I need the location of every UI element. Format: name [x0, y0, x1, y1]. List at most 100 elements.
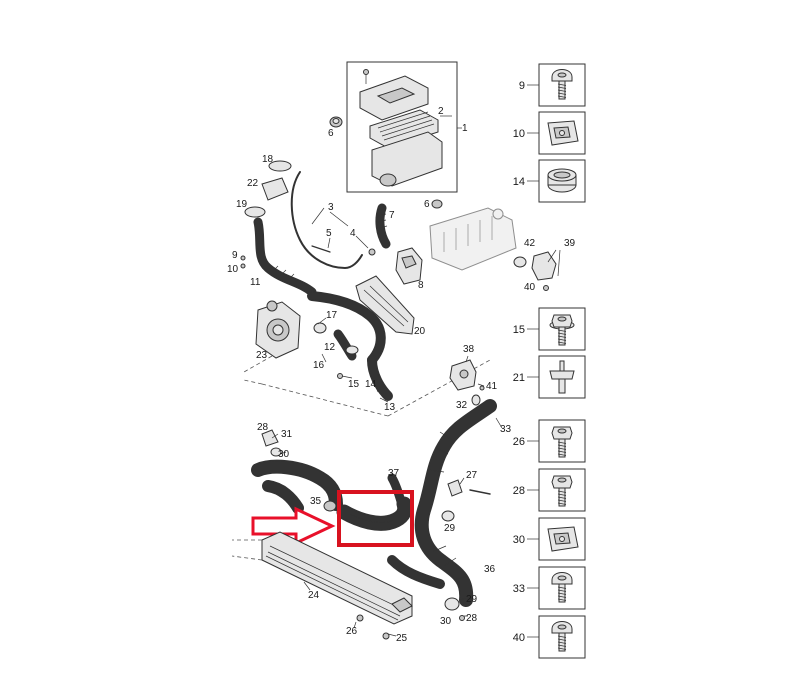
clamp-bottom: [444, 597, 468, 621]
callout-40: 40: [524, 282, 536, 293]
fastener-label: 14: [513, 176, 525, 188]
callout-37: 37: [388, 468, 400, 479]
callout-16: 16: [313, 360, 325, 371]
callout-7: 7: [389, 210, 395, 221]
callout-31: 31: [281, 429, 293, 440]
mass-airflow-sensor-22: [261, 177, 289, 201]
callout-29b: 29: [466, 594, 478, 605]
callout-10: 10: [227, 264, 239, 275]
fastener-label: 40: [513, 632, 525, 644]
screw-icon: [551, 69, 573, 100]
callout-6b: 6: [424, 199, 430, 210]
bracket-8: [395, 247, 423, 285]
fastener-label: 21: [513, 372, 525, 384]
clip-nut-icon: [547, 526, 579, 552]
seal-42: [513, 256, 527, 268]
breather-pipe-3: [290, 171, 363, 269]
heat-shield-20: [355, 275, 415, 335]
callout-27: 27: [466, 470, 478, 481]
callout-12: 12: [324, 342, 336, 353]
intercooler-24: [261, 531, 413, 640]
screw-icon: [551, 621, 573, 652]
callout-23: 23: [256, 350, 268, 361]
callout-11: 11: [250, 277, 261, 288]
callout-14: 14: [365, 379, 377, 390]
sensor-39: [531, 251, 557, 281]
hex-bolt-icon: [551, 475, 573, 507]
sensor-39-group: [513, 249, 561, 291]
hex-bolt-icon: [551, 426, 573, 458]
turbo-hoses: [307, 291, 386, 365]
charge-pipe-36: [387, 399, 503, 607]
callout-36: 36: [484, 564, 496, 575]
pointer-arrow: [251, 506, 336, 546]
intake-duct-11: [253, 217, 317, 297]
callout-32: 32: [456, 400, 468, 411]
callout-33-left: 33: [500, 424, 512, 435]
callout-15: 15: [348, 379, 360, 390]
fastener-label: 30: [513, 534, 525, 546]
callout-35: 35: [310, 496, 322, 507]
callout-29a: 29: [444, 523, 456, 534]
callout-6: 6: [328, 128, 334, 139]
fastener-row: 28: [513, 468, 586, 512]
callout-39: 39: [564, 238, 576, 249]
stud-bolt-icon: [549, 360, 575, 394]
callout-30: 30: [278, 449, 290, 460]
callout-30b: 30: [440, 616, 452, 627]
fastener-row: 40: [513, 615, 586, 659]
fastener-row: 21: [513, 355, 586, 399]
callout-28a: 28: [257, 422, 269, 433]
grommet-icon: [547, 168, 577, 193]
callout-19: 19: [236, 199, 248, 210]
screw-icon: [551, 572, 573, 603]
callout-5: 5: [326, 228, 332, 239]
fastener-row: 14: [513, 159, 586, 203]
breather-pipe: [290, 171, 376, 269]
turbocharger-23: [255, 300, 301, 359]
callout-3: 3: [328, 202, 334, 213]
callout-41: 41: [486, 381, 498, 392]
air-filter-housing: [371, 131, 443, 187]
callout-26: 26: [346, 626, 358, 637]
highlighted-hose: [336, 496, 413, 531]
callout-13: 13: [384, 402, 396, 413]
callout-9: 9: [232, 250, 238, 261]
callout-17: 17: [326, 310, 338, 321]
clamp-32: [471, 394, 481, 406]
callout-42: 42: [524, 238, 536, 249]
air-filter-assembly: [346, 61, 462, 193]
lower-left-hoses: [251, 429, 409, 515]
callout-25: 25: [396, 633, 408, 644]
fastener-label: 9: [519, 80, 525, 92]
callout-20: 20: [414, 326, 426, 337]
intake-manifold: [429, 207, 517, 271]
fastener-panel: 9 10 14 15 21 26 28 30 33 40: [513, 63, 586, 659]
fastener-row: 33: [513, 566, 586, 610]
clamp-27-29: [441, 477, 491, 522]
callout-4: 4: [350, 228, 356, 239]
pipe-13: [337, 355, 393, 403]
clip-nut-icon: [547, 120, 579, 146]
flange-bolt-icon: [549, 314, 575, 346]
hose-clamp-18: [268, 160, 292, 172]
fastener-label: 15: [513, 324, 525, 336]
callout-38: 38: [463, 344, 475, 355]
fastener-row: 10: [513, 111, 586, 155]
fastener-row: 26: [513, 419, 586, 463]
fastener-label: 26: [513, 436, 525, 448]
callout-2: 2: [438, 106, 444, 117]
callout-24: 24: [308, 590, 320, 601]
sensor-38: [449, 355, 485, 391]
fastener-label: 28: [513, 485, 525, 497]
fastener-label: 10: [513, 128, 525, 140]
part-6-grommet: [329, 116, 343, 128]
callout-8: 8: [418, 280, 424, 291]
part-6-grommet-b: [431, 199, 443, 209]
fastener-row: 9: [519, 63, 586, 107]
callout-1: 1: [462, 123, 468, 134]
fastener-label: 33: [513, 583, 525, 595]
upper-left-intake: [240, 160, 317, 297]
highlight-box: [337, 490, 414, 547]
